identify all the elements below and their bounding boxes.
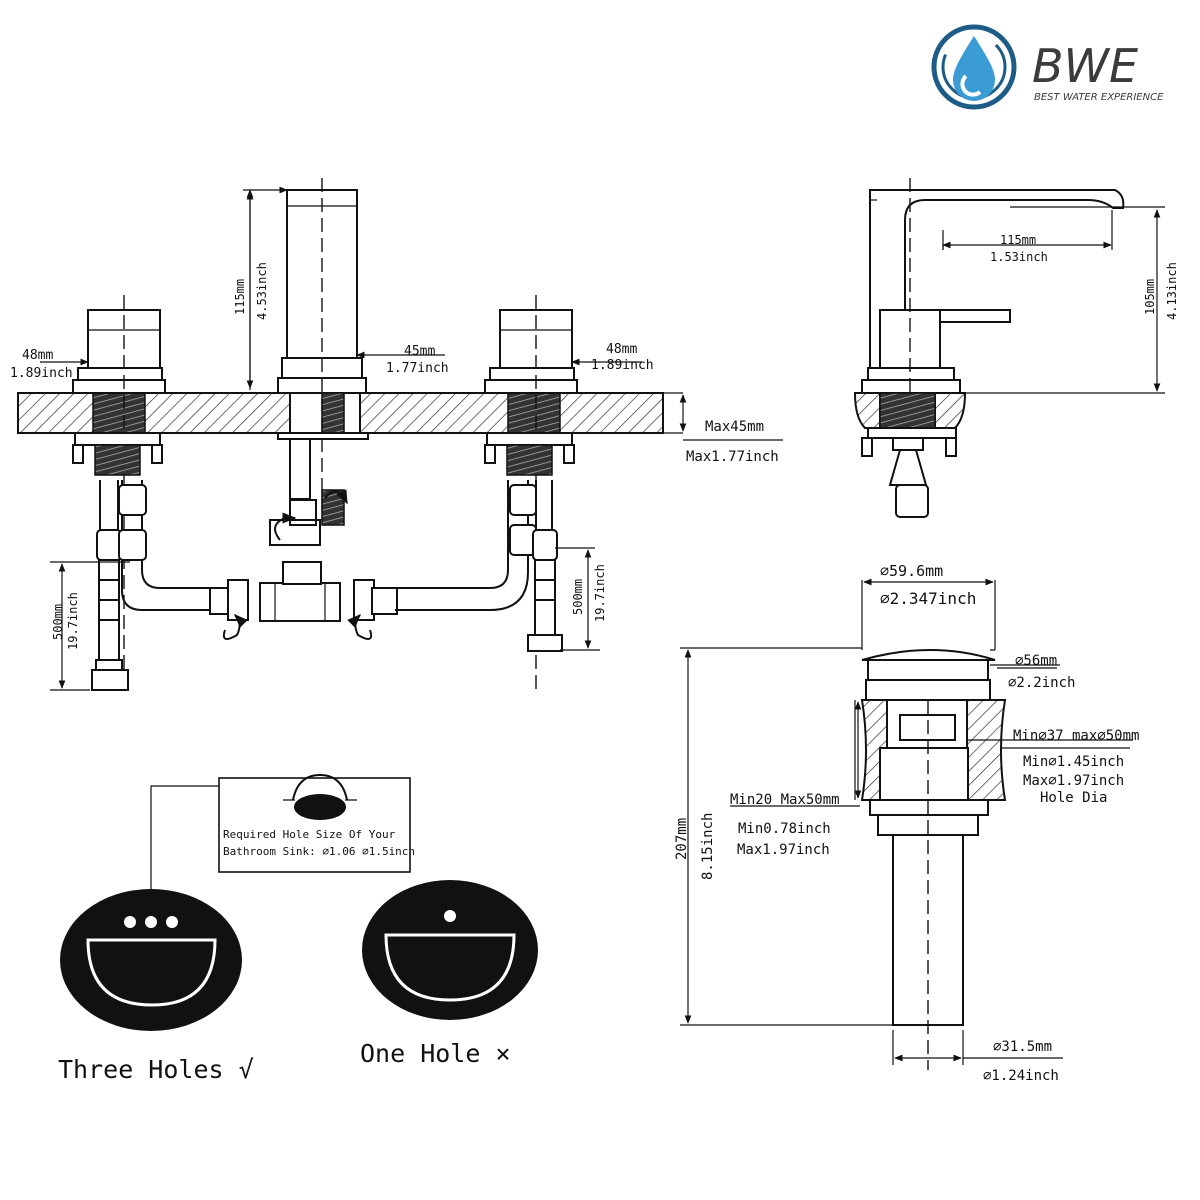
dim-side-reach-inch: 1.53inch — [990, 250, 1048, 264]
center-spout — [269, 178, 369, 546]
dim-side-reach-mm: 115mm — [1000, 233, 1036, 247]
faucet-side-view: 115mm 1.53inch 105mm 4.13inch — [853, 178, 1179, 518]
dim-drain-thickness-min-inch: Min0.78inch — [738, 821, 831, 837]
pop-up-drain: ⌀59.6mm ⌀2.347inch ⌀56mm ⌀2.2inch Min⌀37… — [674, 562, 1139, 1084]
sink-one-hole-label: One Hole × — [360, 1039, 511, 1068]
hole-requirement-note: Required Hole Size Of Your Bathroom Sink… — [150, 773, 415, 898]
dim-spout-width-mm: 45mm — [404, 344, 435, 359]
dim-drain-hole-dia: Hole Dia — [1040, 790, 1107, 806]
dim-drain-flange-inch: ⌀2.2inch — [1008, 675, 1075, 691]
left-hose — [91, 480, 249, 691]
dim-drain-cap-inch: ⌀2.347inch — [880, 589, 976, 608]
dimension-lines — [40, 190, 783, 691]
dim-drain-hole-mm: Min⌀37 max⌀50mm — [1013, 728, 1139, 744]
dim-drain-length-mm: 207mm — [674, 818, 690, 860]
dim-side-height-inch: 4.13inch — [1165, 262, 1179, 320]
logo-wordmark: BWE — [1032, 39, 1138, 93]
sink-three-holes: Three Holes √ — [58, 889, 254, 1084]
dim-drain-length-inch: 8.15inch — [700, 813, 716, 880]
dim-left-handle-mm: 48mm — [22, 348, 53, 363]
dim-drain-thickness-mm: Min20 Max50mm — [730, 792, 840, 808]
dim-drain-cap-mm: ⌀59.6mm — [880, 562, 943, 580]
tee-connector — [259, 561, 341, 622]
dim-left-hose-mm: 500mm — [51, 604, 65, 640]
hole-note-line2: Bathroom Sink: ⌀1.06 ⌀1.5inch — [223, 845, 415, 858]
dim-side-height-mm: 105mm — [1143, 279, 1157, 315]
right-hose — [347, 480, 563, 652]
logo-tagline: BEST WATER EXPERIENCE — [1034, 92, 1164, 103]
right-handle — [484, 295, 578, 690]
sink-three-holes-label: Three Holes √ — [58, 1055, 254, 1084]
dim-deck-max-mm: Max45mm — [705, 419, 764, 435]
left-handle — [72, 295, 166, 690]
dim-spout-height-inch: 4.53inch — [255, 262, 269, 320]
dim-left-handle-inch: 1.89inch — [10, 366, 73, 381]
dim-labels-front: 115mm 4.53inch 48mm 1.89inch 45mm 1.77in… — [10, 262, 779, 650]
dim-drain-hole-min-inch: Min⌀1.45inch — [1023, 754, 1124, 770]
dim-spout-height-mm: 115mm — [233, 279, 247, 315]
dim-drain-tail-mm: ⌀31.5mm — [993, 1039, 1052, 1055]
dim-right-handle-inch: 1.89inch — [591, 358, 654, 373]
dim-right-hose-mm: 500mm — [571, 579, 585, 615]
dim-left-hose-inch: 19.7inch — [66, 592, 80, 650]
dim-spout-width-inch: 1.77inch — [386, 361, 449, 376]
bwe-logo: BWE BEST WATER EXPERIENCE — [931, 24, 1164, 110]
dim-right-handle-mm: 48mm — [606, 342, 637, 357]
hole-note-line1: Required Hole Size Of Your — [223, 828, 396, 841]
dim-drain-tail-inch: ⌀1.24inch — [983, 1068, 1059, 1084]
dim-deck-max-inch: Max1.77inch — [686, 449, 779, 465]
dim-drain-flange-mm: ⌀56mm — [1015, 653, 1057, 669]
dim-right-hose-inch: 19.7inch — [593, 564, 607, 622]
dim-drain-hole-max-inch: Max⌀1.97inch — [1023, 773, 1124, 789]
sink-one-hole: One Hole × — [360, 880, 538, 1068]
dim-drain-thickness-max-inch: Max1.97inch — [737, 842, 830, 858]
faucet-front-view: 115mm 4.53inch 48mm 1.89inch 45mm 1.77in… — [10, 178, 783, 691]
